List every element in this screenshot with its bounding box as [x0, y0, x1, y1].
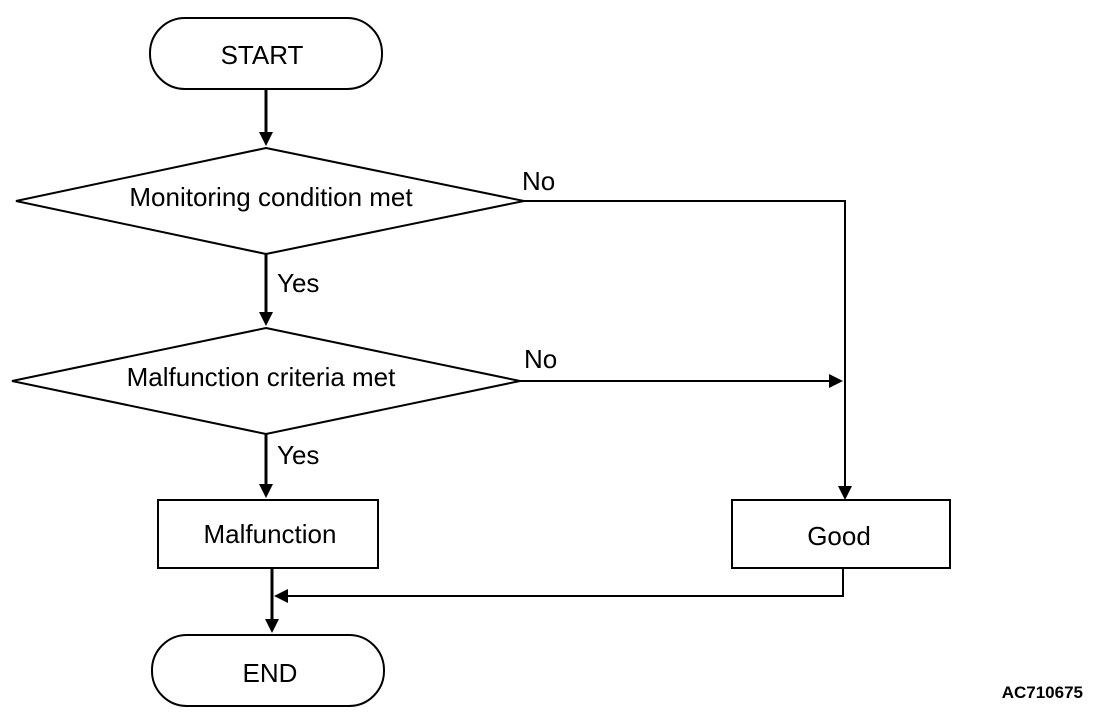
malfunction-label: Malfunction [204, 519, 337, 549]
decision2-no-label: No [524, 344, 557, 374]
good-box [731, 499, 951, 569]
decision1-yes-label: Yes [277, 268, 319, 298]
arrowhead-decision2-no [829, 374, 843, 388]
arrowhead-start-to-decision1 [259, 132, 273, 146]
arrowhead-to-malfunction [259, 484, 273, 498]
arrowhead-to-end [265, 619, 279, 633]
arrowhead-good-merge [274, 589, 288, 603]
start-label: START [221, 40, 304, 70]
decision1-no-label: No [522, 166, 555, 196]
malfunction-box [157, 499, 379, 569]
connector-decision1-no-to-good [524, 200, 846, 487]
decision-monitoring-condition-label: Monitoring condition met [129, 182, 413, 212]
good-label: Good [807, 521, 871, 551]
arrowhead-to-good [838, 486, 852, 500]
decision2-yes-label: Yes [277, 440, 319, 470]
end-terminal [151, 634, 385, 707]
connector-good-to-end [287, 568, 844, 597]
figure-code: AC710675 [1002, 683, 1083, 702]
arrowhead-to-decision2 [259, 312, 273, 326]
decision-malfunction-criteria-label: Malfunction criteria met [127, 362, 397, 392]
end-label: END [243, 658, 298, 688]
